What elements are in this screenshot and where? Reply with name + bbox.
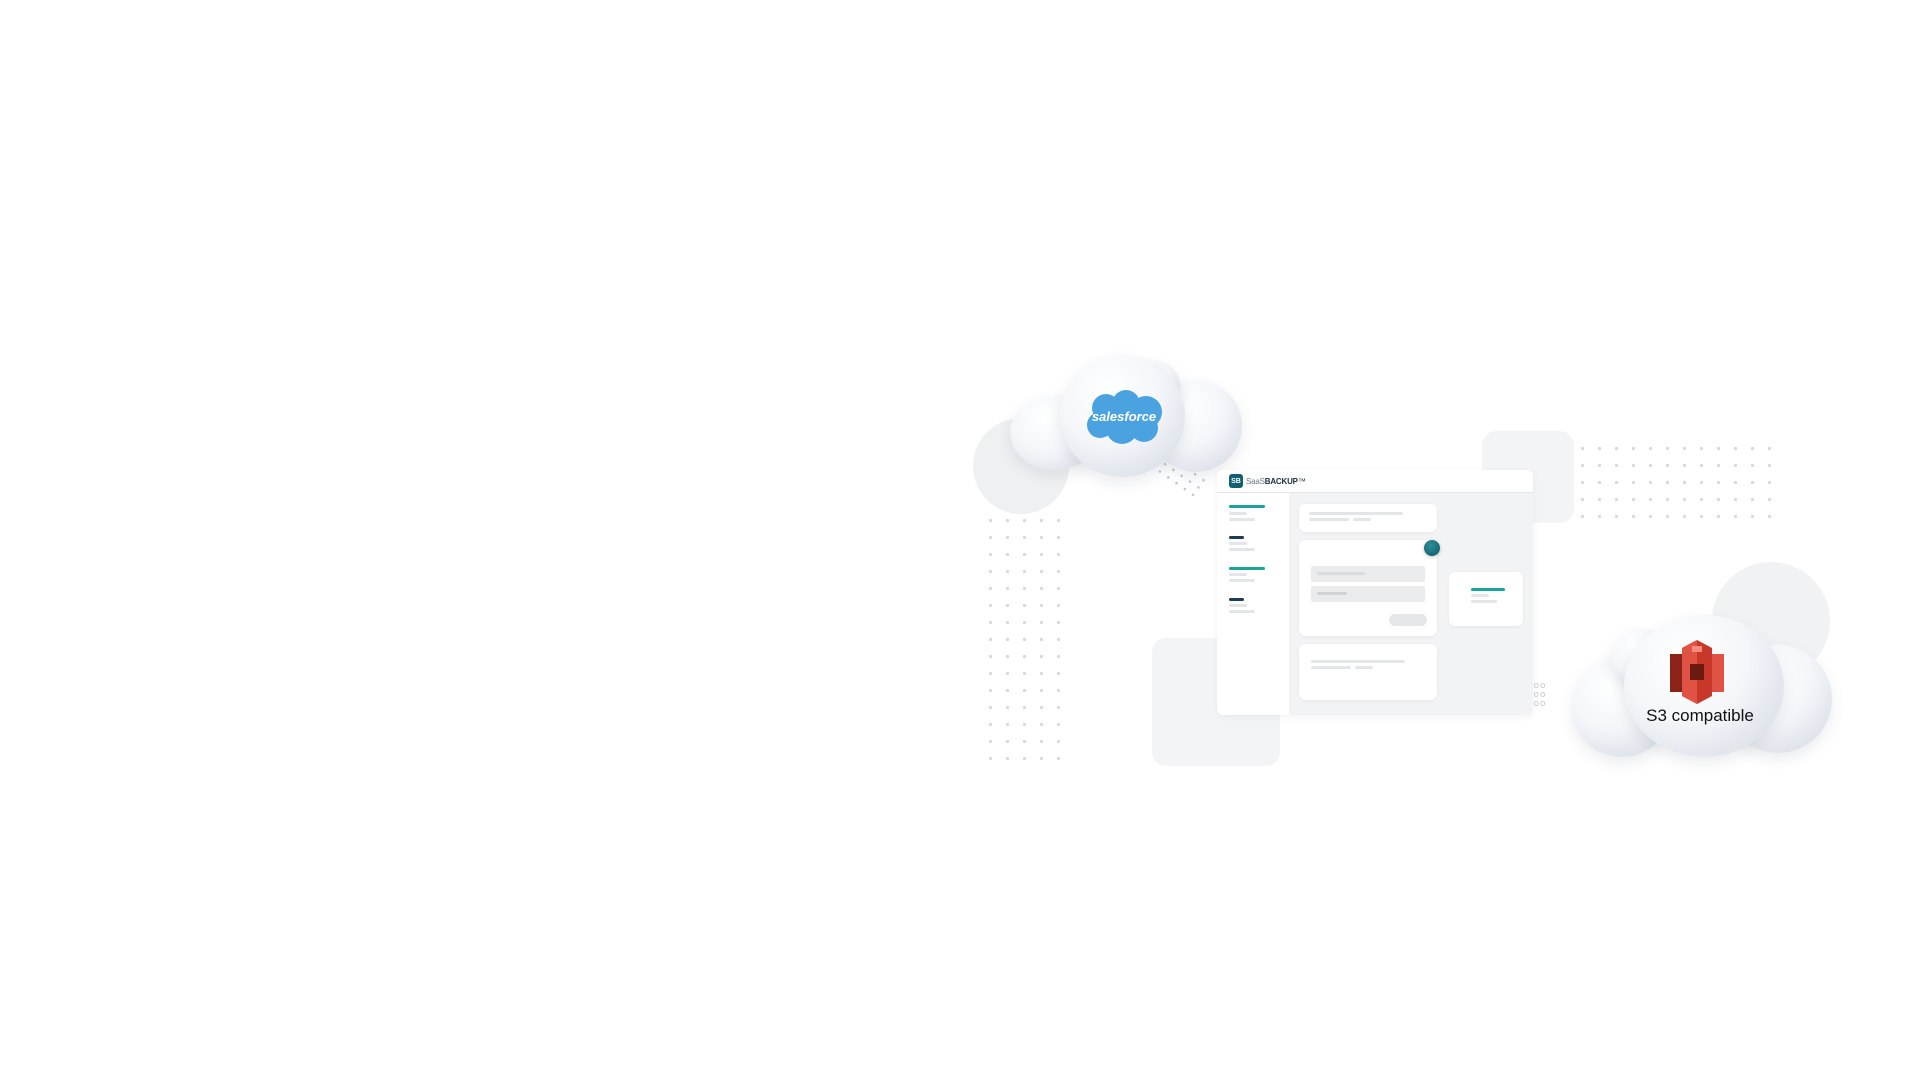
side-card-highlight <box>1471 588 1505 591</box>
side-card <box>1449 572 1523 626</box>
sidebar-item-2-line2 <box>1229 548 1255 551</box>
status-dot-icon <box>1424 540 1440 556</box>
s3-caption: S3 compatible <box>1646 706 1754 725</box>
brand-bold: BACKUP <box>1264 476 1298 486</box>
app-logo-badge: SB <box>1229 474 1243 488</box>
username-field[interactable] <box>1311 566 1425 582</box>
salesforce-logo: salesforce <box>1082 390 1166 448</box>
aws-s3-bucket-icon <box>1668 640 1726 704</box>
dot-grid-left <box>982 512 1067 772</box>
side-card-line-1 <box>1471 594 1489 597</box>
summary-line-3 <box>1353 518 1371 521</box>
salesforce-cloud <box>1010 355 1242 480</box>
app-window: SB SaaSBACKUP™ <box>1217 470 1533 715</box>
password-field[interactable] <box>1311 586 1425 602</box>
salesforce-logo-text: salesforce <box>1091 409 1157 424</box>
form-card <box>1299 540 1437 636</box>
sidebar-item-3-line2 <box>1229 579 1255 582</box>
sidebar-item-4-highlight[interactable] <box>1229 598 1244 601</box>
app-sidebar <box>1217 493 1289 715</box>
sidebar-item-4-line2 <box>1229 610 1255 613</box>
dot-grid-right <box>1540 440 1772 520</box>
sidebar-item-1-line <box>1229 512 1247 515</box>
details-line-3 <box>1355 666 1373 669</box>
summary-line-2 <box>1309 518 1349 521</box>
sidebar-item-3-highlight[interactable] <box>1229 567 1265 570</box>
sidebar-item-1-highlight[interactable] <box>1229 505 1265 508</box>
username-placeholder <box>1317 572 1365 575</box>
brand-mark: ™ <box>1297 476 1306 486</box>
s3-logo-svg <box>1670 640 1724 704</box>
sidebar-item-1-line2 <box>1229 518 1255 521</box>
app-brand: SaaSBACKUP™ <box>1246 477 1306 486</box>
password-mask <box>1317 592 1347 595</box>
summary-card <box>1299 504 1437 532</box>
brand-light: SaaS <box>1246 476 1265 486</box>
sidebar-item-3-line <box>1229 573 1247 576</box>
details-line-1 <box>1311 660 1405 663</box>
sidebar-item-4-line <box>1229 604 1247 607</box>
side-card-line-2 <box>1471 600 1497 603</box>
sidebar-item-2-highlight[interactable] <box>1229 536 1244 539</box>
summary-line-1 <box>1309 512 1403 515</box>
salesforce-cloud-icon <box>1087 390 1162 444</box>
app-titlebar: SB SaaSBACKUP™ <box>1217 470 1533 493</box>
sidebar-item-2-line <box>1229 542 1247 545</box>
details-line-2 <box>1311 666 1351 669</box>
submit-button[interactable] <box>1389 614 1427 626</box>
details-card <box>1299 644 1437 700</box>
